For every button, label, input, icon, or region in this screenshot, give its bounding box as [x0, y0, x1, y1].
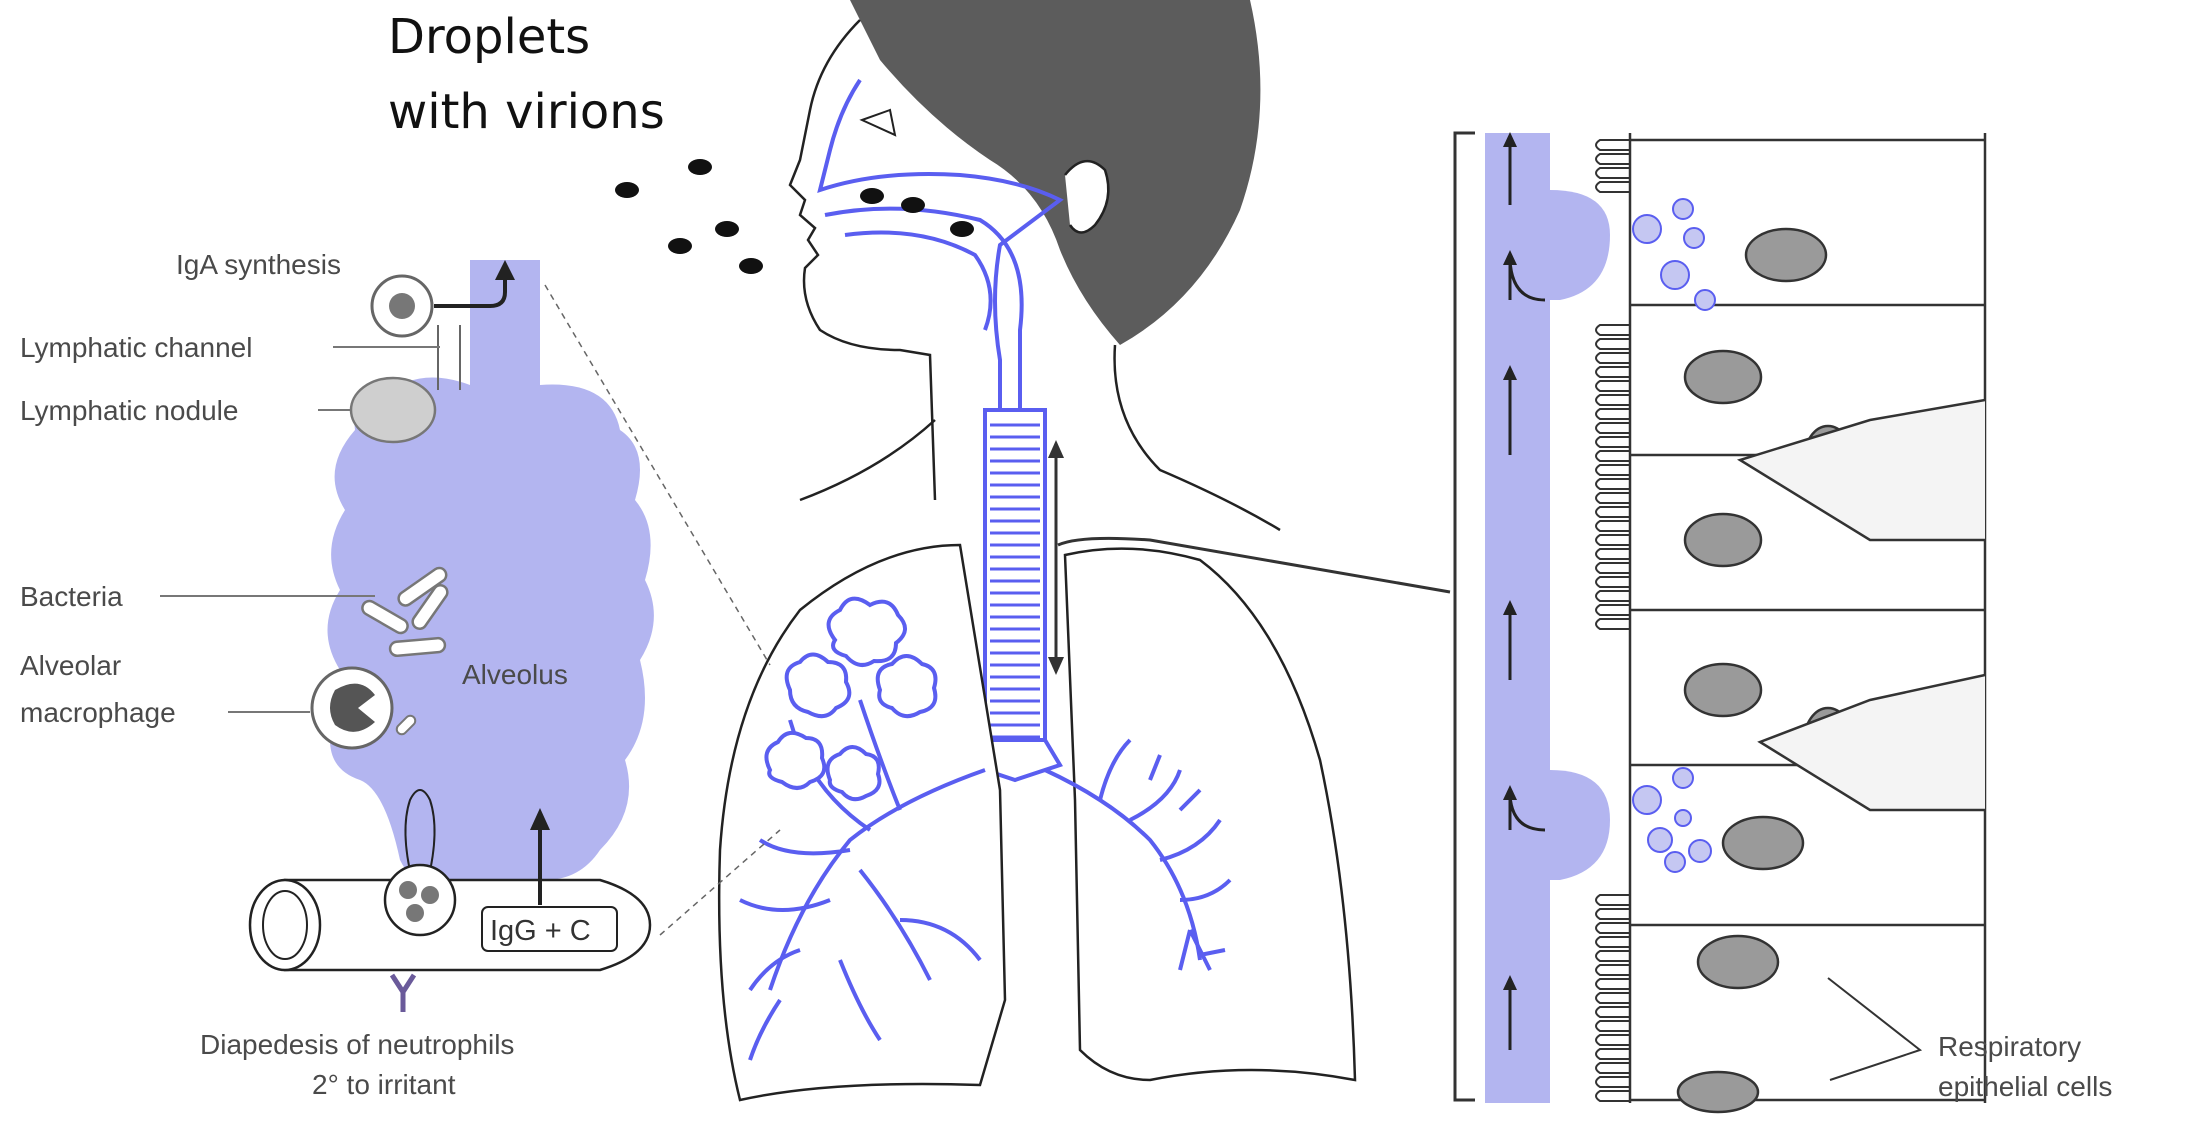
- alveolus-panel: IgG + C IgA synthesis Lymphatic channel …: [20, 249, 780, 1100]
- lymphatic-channel-label: Lymphatic channel: [20, 332, 252, 363]
- cilium: [1596, 353, 1630, 363]
- mucus-layer: [1485, 133, 1550, 1103]
- cell-nucleus: [1746, 229, 1826, 281]
- cilium: [1596, 591, 1630, 601]
- cilium: [1596, 965, 1630, 975]
- droplets-caption-line1: Droplets: [388, 9, 590, 65]
- cilium: [1596, 465, 1630, 475]
- cilium: [1596, 423, 1630, 433]
- neutrophil-lobe: [399, 881, 417, 899]
- lymphatic-nodule: [351, 378, 435, 442]
- mucus-bulge: [1550, 770, 1610, 880]
- alveolus-sac: [324, 260, 654, 900]
- cilium: [1596, 437, 1630, 447]
- cilia: [1596, 140, 1630, 1101]
- cilium: [1596, 409, 1630, 419]
- cilium: [1596, 168, 1630, 178]
- cilium: [1596, 182, 1630, 192]
- eye: [862, 110, 895, 135]
- cell-nucleus: [1685, 514, 1761, 566]
- alveolus-label: Alveolus: [462, 659, 568, 690]
- droplet: [688, 159, 712, 175]
- basal-cell: [1740, 400, 1985, 540]
- cilium: [1596, 1035, 1630, 1045]
- antibody-icon: [392, 975, 414, 1012]
- capillary-lumen: [263, 891, 307, 959]
- cilium: [1596, 1007, 1630, 1017]
- left-lung: [1065, 549, 1355, 1080]
- respiratory-epithelial-label-line1: Respiratory: [1938, 1031, 2081, 1062]
- droplet: [668, 238, 692, 254]
- cilium: [1596, 909, 1630, 919]
- alveolar-macrophage-label-line1: Alveolar: [20, 650, 121, 681]
- cilium: [1596, 951, 1630, 961]
- epithelium-panel: Respiratory epithelial cells: [1455, 132, 2112, 1112]
- alveolar-macrophage-label-line2: macrophage: [20, 697, 176, 728]
- mucociliary-arrow: [1048, 440, 1064, 675]
- mucus-bulge: [1550, 190, 1610, 300]
- igg-c-label: IgG + C: [490, 915, 591, 947]
- tongue: [845, 233, 991, 331]
- cilium: [1596, 1021, 1630, 1031]
- basal-cell: [1760, 675, 1985, 810]
- oral-airway: [825, 209, 1022, 420]
- cilium: [1596, 1063, 1630, 1073]
- cilium: [1596, 140, 1630, 150]
- lymphatic-nodule-label: Lymphatic nodule: [20, 395, 238, 426]
- cilium: [1596, 395, 1630, 405]
- diapedesis-label-line2: 2° to irritant: [312, 1069, 456, 1100]
- cilium: [1596, 479, 1630, 489]
- cilium: [1596, 493, 1630, 503]
- cilium: [1596, 367, 1630, 377]
- iga-synthesis-label: IgA synthesis: [176, 249, 341, 280]
- cilium: [1596, 563, 1630, 573]
- neutrophil-lobe: [421, 886, 439, 904]
- cilium: [1596, 381, 1630, 391]
- panel-bracket: [1455, 133, 1475, 1100]
- droplet: [715, 221, 739, 237]
- cilium: [1596, 535, 1630, 545]
- cell-nucleus: [1685, 664, 1761, 716]
- neutrophil-lobe: [406, 904, 424, 922]
- diapedesis-label-line1: Diapedesis of neutrophils: [200, 1029, 514, 1060]
- cilium: [1596, 619, 1630, 629]
- droplets-caption-line2: with virions: [388, 84, 665, 140]
- cell-nucleus: [1723, 817, 1803, 869]
- cilium: [1596, 325, 1630, 335]
- cilium: [1596, 1077, 1630, 1087]
- cilium: [1596, 577, 1630, 587]
- droplet: [615, 182, 639, 198]
- cilium: [1596, 1091, 1630, 1101]
- cilium: [1596, 937, 1630, 947]
- cilium: [1596, 605, 1630, 615]
- leader-line: [1828, 978, 1920, 1080]
- cell-nucleus: [1678, 1072, 1758, 1112]
- neck-front: [800, 420, 935, 500]
- cilium: [1596, 993, 1630, 1003]
- neck-back: [1115, 345, 1280, 530]
- cilium: [1596, 923, 1630, 933]
- cilium: [1596, 549, 1630, 559]
- cilium: [1596, 451, 1630, 461]
- bacteria-label: Bacteria: [20, 581, 123, 612]
- respiratory-epithelial-label-line2: epithelial cells: [1938, 1071, 2112, 1102]
- neutrophil: [385, 865, 455, 935]
- cilium: [1596, 895, 1630, 905]
- droplet: [950, 221, 974, 237]
- cell-nucleus: [1685, 351, 1761, 403]
- cilium: [1596, 339, 1630, 349]
- droplet: [901, 197, 925, 213]
- cilium: [1596, 507, 1630, 517]
- cilium: [1596, 521, 1630, 531]
- droplet: [860, 188, 884, 204]
- cell-nucleus: [1698, 936, 1778, 988]
- plasma-cell-nucleus: [389, 293, 415, 319]
- droplet: [739, 258, 763, 274]
- cilium: [1596, 154, 1630, 164]
- cilium: [1596, 979, 1630, 989]
- cilium: [1596, 1049, 1630, 1059]
